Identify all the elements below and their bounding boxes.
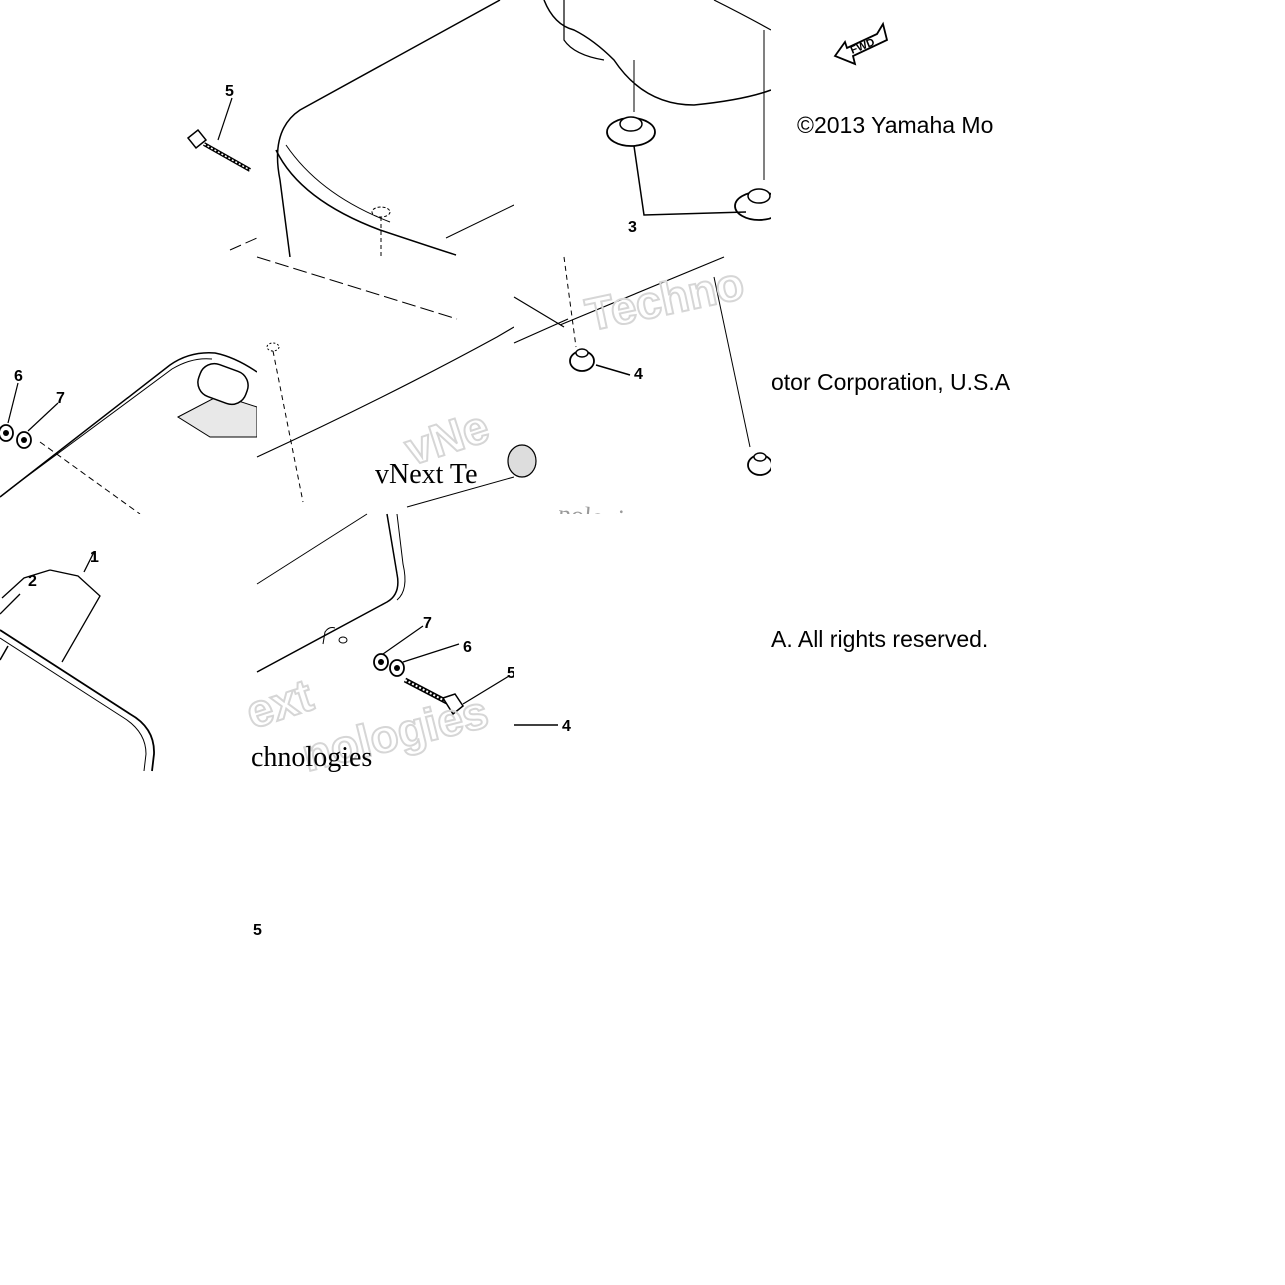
nuts-drawing: Techno 4 nologies: [507, 256, 773, 536]
watermark-text: Techno: [581, 257, 748, 341]
callout-6-lower: 6: [463, 639, 472, 656]
fwd-label: FWD: [849, 36, 877, 57]
callout-5-lower: 5: [507, 665, 516, 682]
grommet-icon: [606, 116, 656, 147]
fragment-drawing: 5: [253, 922, 262, 939]
callout-7-lower: 7: [423, 615, 432, 632]
bolt-icon: [403, 677, 465, 716]
callout-4-lower: 4: [562, 718, 571, 735]
watermark-text: chnologies: [251, 742, 372, 773]
callout-4-upper: 4: [634, 366, 643, 383]
diagram-tile-fwd: FWD ©2013 Yamaha Mo: [771, 0, 1028, 257]
diagram-tile-nuts: Techno 4 nologies: [507, 256, 773, 536]
callout-2: 2: [28, 573, 37, 590]
diagram-tile-cover-top: 5: [0, 0, 515, 258]
diagram-tile-lower-nut: 4: [514, 514, 771, 771]
callout-5-fragment: 5: [253, 922, 262, 939]
lower-nut-drawing: 4: [514, 718, 571, 735]
callout-3: 3: [628, 219, 637, 236]
callout-5-top: 5: [225, 83, 234, 100]
diagram-tile-watermark-center: vNext Te vNe: [256, 256, 515, 514]
washer-icon: [0, 424, 14, 442]
diagram-tile-grommets-top: 3: [514, 0, 784, 257]
diagram-tile-copyright-3: A. All rights reserved.: [771, 514, 1028, 771]
nut-icon: [569, 348, 595, 372]
washer-icon: [373, 653, 389, 671]
watermark-text: vNext Te: [375, 459, 478, 490]
copyright-segment-c: A. All rights reserved.: [771, 626, 989, 652]
cover-left-drawing: 6 7: [0, 352, 258, 515]
callout-1: 1: [90, 549, 99, 566]
cover-front-drawing: 2 1: [0, 549, 155, 772]
copyright-segment-b: otor Corporation, U.S.A: [771, 369, 1011, 395]
washer-icon: [389, 659, 405, 677]
grommets-drawing: 3: [543, 0, 784, 236]
diagram-tile-cover-left: 6 7: [0, 257, 258, 515]
copyright-segment-a: ©2013 Yamaha Mo: [797, 112, 994, 138]
bolt-icon: [186, 128, 251, 172]
diagram-tile-cover-front: 2 1: [0, 514, 257, 772]
washer-icon: [16, 431, 32, 449]
watermark-text: vNe: [399, 400, 495, 476]
diagram-tile-copyright-2: otor Corporation, U.S.A: [771, 257, 1028, 514]
nut-icon: [747, 452, 773, 476]
cover-top-drawing: 5: [186, 0, 515, 258]
fwd-arrow-icon: FWD: [833, 21, 889, 66]
center-drawing: vNext Te vNe: [256, 256, 515, 508]
bolt-lower-drawing: 7 6 5 ext nologies chnologies: [239, 513, 516, 782]
diagram-tile-bolt-lower: 7 6 5 ext nologies chnologies: [239, 513, 516, 782]
bushing-icon: [197, 362, 249, 406]
callout-7-left: 7: [56, 390, 65, 407]
diagram-tile-fragment: 5: [253, 771, 514, 1028]
callout-6-left: 6: [14, 368, 23, 385]
